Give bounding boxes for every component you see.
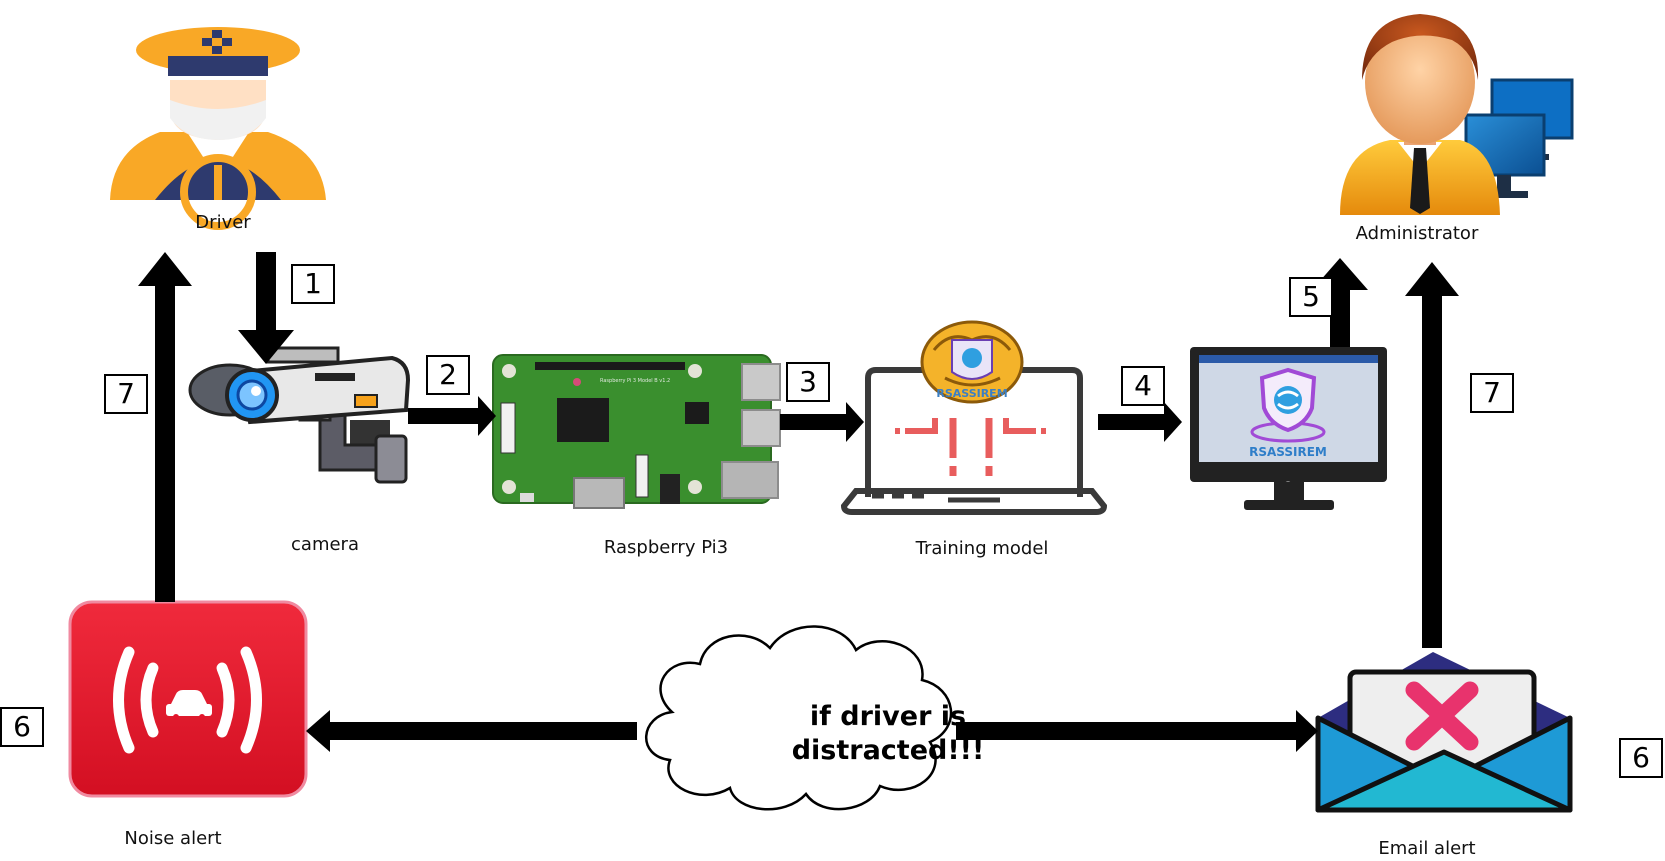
svg-text:Raspberry Pi 3 Model B v1.2: Raspberry Pi 3 Model B v1.2 [600, 378, 670, 384]
step-1-badge: 1 [291, 264, 335, 304]
shield-logo-icon [1250, 367, 1326, 443]
arrow-driver-to-camera [238, 252, 294, 364]
noise-alert-label: Noise alert [124, 828, 222, 849]
email-alert-label: Email alert [1378, 838, 1476, 859]
step-5-badge: 5 [1289, 277, 1333, 317]
training-model-label: Training model [915, 538, 1049, 559]
cross-icon [1405, 681, 1479, 751]
driver-icon [110, 27, 326, 230]
step-6-left-badge: 6 [0, 707, 44, 747]
training-logo-text: RSASSIREM [936, 387, 1007, 400]
step-3-badge: 3 [786, 362, 830, 402]
camera-label: camera [291, 534, 359, 555]
arrow-cloud-to-email [956, 710, 1318, 752]
cloud-text: if driver is distracted!!! [788, 700, 988, 768]
email-alert-icon [1315, 652, 1573, 813]
raspberry-pi-label: Raspberry Pi3 [603, 537, 729, 558]
distraction-cloud [645, 625, 953, 811]
step-4-badge: 4 [1121, 366, 1165, 406]
arrow-email-to-admin [1405, 262, 1459, 648]
administrator-icon [1340, 14, 1574, 215]
car-icon [166, 690, 212, 720]
arrow-noise-to-driver [138, 252, 192, 602]
raspberry-pi-board: Raspberry Pi 3 Model B v1.2 [492, 354, 781, 509]
computer-icon [1464, 78, 1574, 198]
step-6-right-badge: 6 [1619, 738, 1663, 778]
admin-dashboard-monitor: RSASSIREM [1190, 347, 1387, 510]
arrow-cloud-to-noise [306, 710, 637, 752]
step-2-badge: 2 [426, 355, 470, 395]
arrow-camera-to-pi [408, 396, 496, 436]
arrow-pi-to-training [780, 402, 864, 442]
driver-label: Driver [195, 212, 251, 233]
cloud-line-2: distracted!!! [791, 735, 985, 766]
cloud-line-1: if driver is [809, 701, 967, 732]
step-7-left-badge: 7 [104, 374, 148, 414]
brain-logo-icon: RSASSIREM [920, 320, 1024, 404]
administrator-label: Administrator [1355, 223, 1479, 244]
monitor-app-text: RSASSIREM [1249, 445, 1327, 459]
training-laptop-icon: RSASSIREM [840, 320, 1108, 515]
step-7-right-badge: 7 [1470, 373, 1514, 413]
arrow-training-to-monitor [1098, 402, 1182, 442]
noise-alert-icon [68, 600, 308, 798]
camera-icon [188, 346, 411, 484]
